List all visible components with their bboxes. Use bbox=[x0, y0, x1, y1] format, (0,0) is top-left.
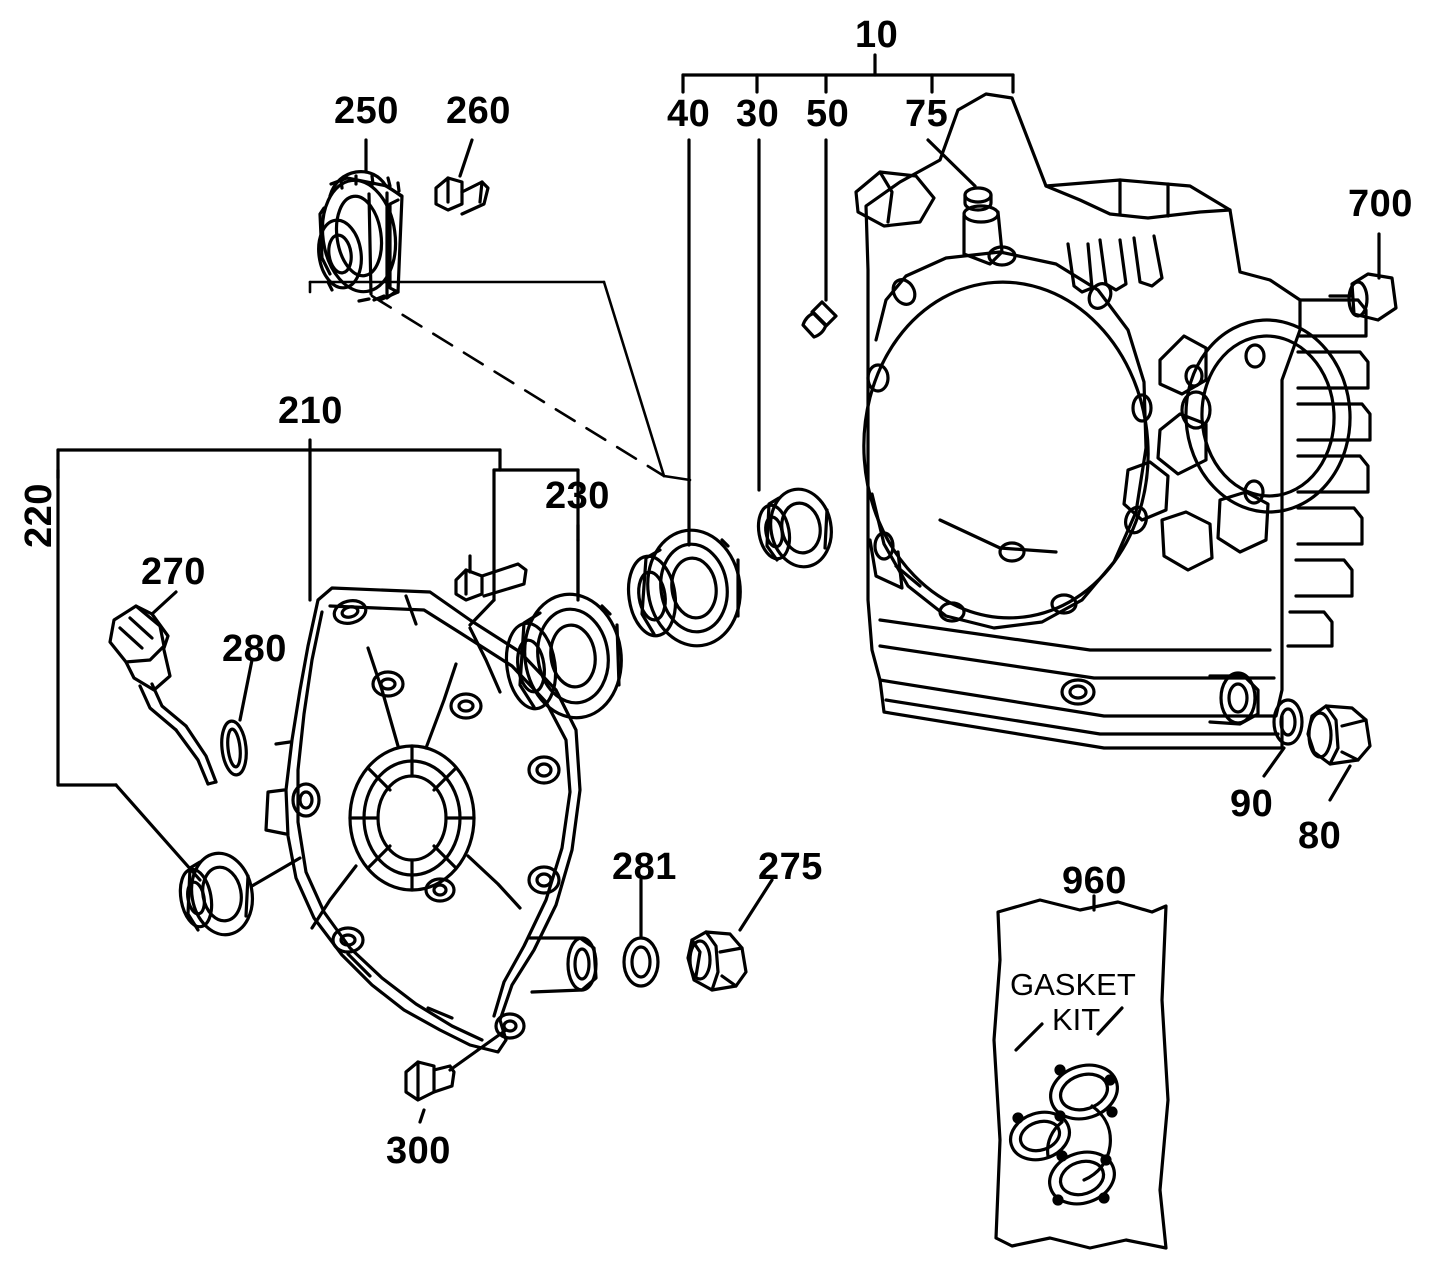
part-250-cam-gear bbox=[317, 170, 404, 303]
part-281-washer bbox=[622, 936, 660, 988]
part-80-plug bbox=[1306, 704, 1372, 766]
leader-300-to-cover bbox=[448, 1028, 508, 1072]
callout-10: 10 bbox=[855, 14, 899, 56]
bracket-group-220 bbox=[56, 448, 502, 787]
callout-90: 90 bbox=[1230, 783, 1274, 825]
part-cover-pin bbox=[454, 562, 528, 602]
part-960-gasket-kit bbox=[992, 898, 1170, 1250]
part-30-oil-seal bbox=[756, 487, 833, 569]
leader-300 bbox=[418, 1108, 426, 1124]
part-300-bolt bbox=[404, 1060, 456, 1102]
assembly-dashed-line bbox=[308, 280, 692, 482]
callout-250: 250 bbox=[334, 90, 399, 132]
part-50-pin bbox=[801, 300, 838, 339]
leader-75 bbox=[926, 138, 977, 188]
callout-220: 220 bbox=[18, 483, 60, 548]
part-75-plug bbox=[963, 186, 993, 212]
callout-75: 75 bbox=[905, 93, 949, 135]
leader-220-to-cover bbox=[250, 856, 302, 888]
gasket-kit-label-line2: KIT bbox=[1052, 1002, 1101, 1037]
leader-80 bbox=[1328, 764, 1352, 802]
part-275-drain-plug bbox=[686, 930, 748, 992]
callout-275: 275 bbox=[758, 846, 823, 888]
part-280-oring bbox=[220, 719, 248, 777]
leader-270 bbox=[150, 590, 178, 616]
leader-260 bbox=[458, 138, 474, 178]
part-260-bolt bbox=[434, 176, 490, 216]
callout-40: 40 bbox=[667, 93, 711, 135]
leader-280 bbox=[238, 658, 254, 722]
leader-220-seal bbox=[114, 783, 202, 882]
gasket-kit-label-line1: GASKET bbox=[1010, 967, 1136, 1002]
callout-960: 960 bbox=[1062, 860, 1127, 902]
callout-50: 50 bbox=[806, 93, 850, 135]
callout-300: 300 bbox=[386, 1130, 451, 1172]
callout-210: 210 bbox=[278, 390, 343, 432]
part-210-crankcase-cover bbox=[264, 586, 598, 1054]
callout-260: 260 bbox=[446, 90, 511, 132]
bracket-group-10 bbox=[681, 53, 1015, 94]
callout-700: 700 bbox=[1348, 183, 1413, 225]
callout-30: 30 bbox=[736, 93, 780, 135]
part-40-oil-seal bbox=[626, 528, 742, 648]
part-270-oil-sensor bbox=[108, 604, 218, 786]
callout-281: 281 bbox=[612, 846, 677, 888]
part-700-plug bbox=[1347, 272, 1398, 322]
part-90-washer bbox=[1272, 698, 1304, 746]
part-230-bearing bbox=[504, 592, 623, 720]
callout-230: 230 bbox=[545, 475, 610, 517]
leader-90 bbox=[1262, 746, 1286, 778]
part-220-oil-seal bbox=[178, 851, 254, 937]
part-10-crankcase bbox=[854, 92, 1372, 750]
callout-80: 80 bbox=[1298, 815, 1342, 857]
callout-270: 270 bbox=[141, 551, 206, 593]
callout-280: 280 bbox=[222, 628, 287, 670]
leader-275 bbox=[738, 878, 774, 932]
